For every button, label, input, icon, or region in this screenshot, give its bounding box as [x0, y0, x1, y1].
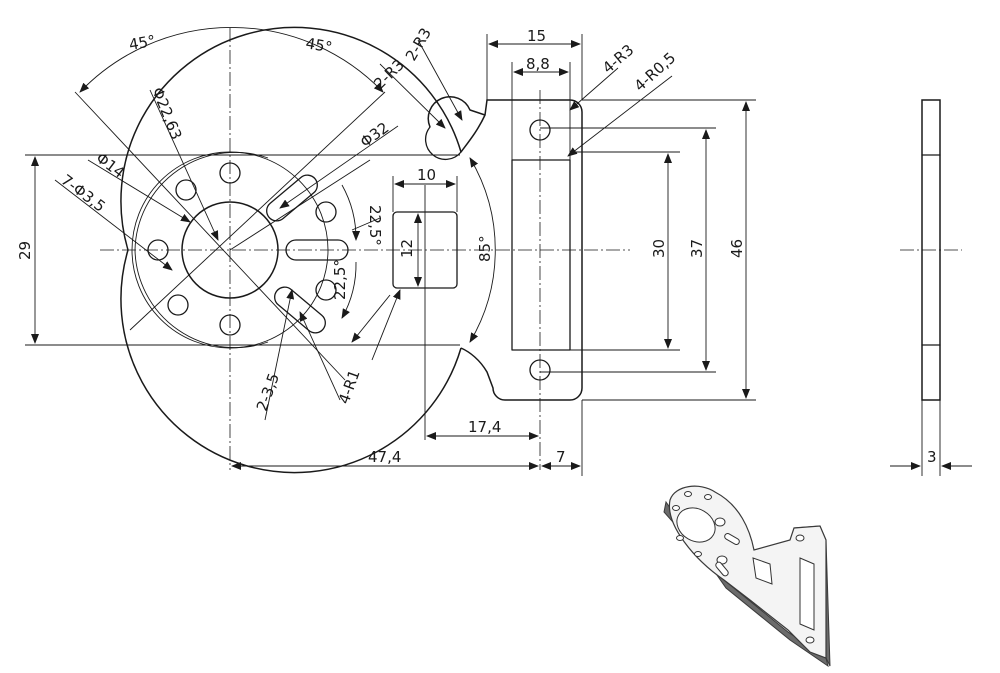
side-view	[890, 99, 972, 476]
top-width-label: 15	[527, 27, 546, 45]
inner-height-label: 30	[650, 239, 668, 258]
flange-slot	[511, 159, 571, 351]
pcd-label: Φ22,63	[148, 85, 185, 143]
slot	[274, 286, 326, 334]
total-height-label: 46	[728, 239, 746, 258]
left-height-label: 29	[16, 241, 34, 260]
square-width-label: 10	[417, 166, 436, 184]
corner-radius-label: 4-R3	[599, 41, 637, 77]
holes-label: 7-Φ3,5	[58, 171, 109, 216]
right-lug-label: 2-R3	[402, 25, 435, 64]
angle-label-22-5-lower: 22,5°	[331, 259, 349, 300]
mid-height-label: 37	[688, 239, 706, 258]
angle-label-45-left: 45°	[128, 32, 157, 54]
left-lug-label: 2-R3	[370, 56, 408, 93]
inner-radius-label: 4-R0,5	[631, 49, 680, 95]
flange-label: 7	[556, 448, 566, 466]
mount-hole	[315, 201, 337, 223]
slot-width-label: 2-3,5	[253, 371, 283, 414]
hole-spacing-label: 8,8	[526, 55, 550, 73]
angle-label-22-5-upper: 22,5°	[366, 205, 384, 246]
square-height-label: 12	[398, 239, 416, 258]
thickness-label: 3	[927, 448, 937, 466]
mount-hole	[175, 179, 197, 201]
base-length-label: 47,4	[368, 448, 401, 466]
cut-angle-label: 85°	[476, 235, 494, 262]
angle-label-45-right: 45°	[304, 34, 333, 56]
center-lines	[74, 28, 630, 470]
outer-diameter-label: Φ32	[357, 119, 393, 152]
offset-label: 17,4	[468, 418, 501, 436]
mount-hole	[167, 294, 189, 316]
mount-hole	[315, 279, 337, 301]
isometric-view	[663, 485, 831, 668]
dimension-lines	[25, 27, 756, 476]
